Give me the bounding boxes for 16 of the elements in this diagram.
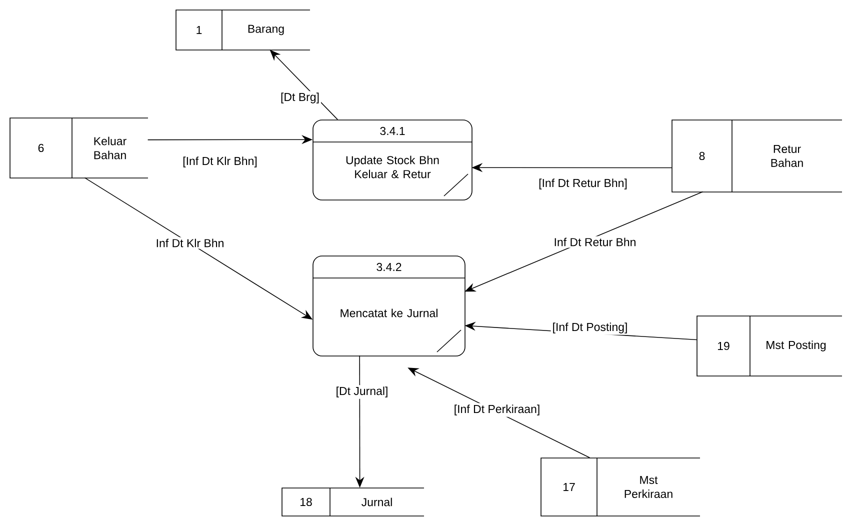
data-store: 17 Mst Perkiraan — [540, 458, 700, 516]
edge-label: [Dt Jurnal] — [334, 385, 390, 399]
data-store: 1 Barang — [176, 10, 310, 50]
edge-label: [Dt Brg] — [279, 91, 321, 105]
process-box: 3.4.2 Mencatat ke Jurnal — [312, 256, 466, 356]
data-store: 8 Retur Bahan — [672, 120, 842, 192]
edge-label: [Inf Dt Perkiraan] — [452, 403, 542, 417]
edge-label: [Inf Dt Posting] — [550, 321, 630, 335]
process-box: 3.4.1 Update Stock Bhn Keluar & Retur — [312, 120, 472, 200]
data-store: 18 Jurnal — [282, 488, 424, 516]
data-store: 6 Keluar Bahan — [10, 118, 148, 178]
edge-label: [Inf Dt Retur Bhn] — [537, 177, 629, 191]
edge-label: Inf Dt Klr Bhn — [154, 237, 226, 249]
edge-label: Inf Dt Retur Bhn — [552, 236, 638, 248]
data-store: 19 Mst Posting — [696, 316, 842, 376]
edge-label: [Inf Dt Klr Bhn] — [181, 155, 259, 169]
